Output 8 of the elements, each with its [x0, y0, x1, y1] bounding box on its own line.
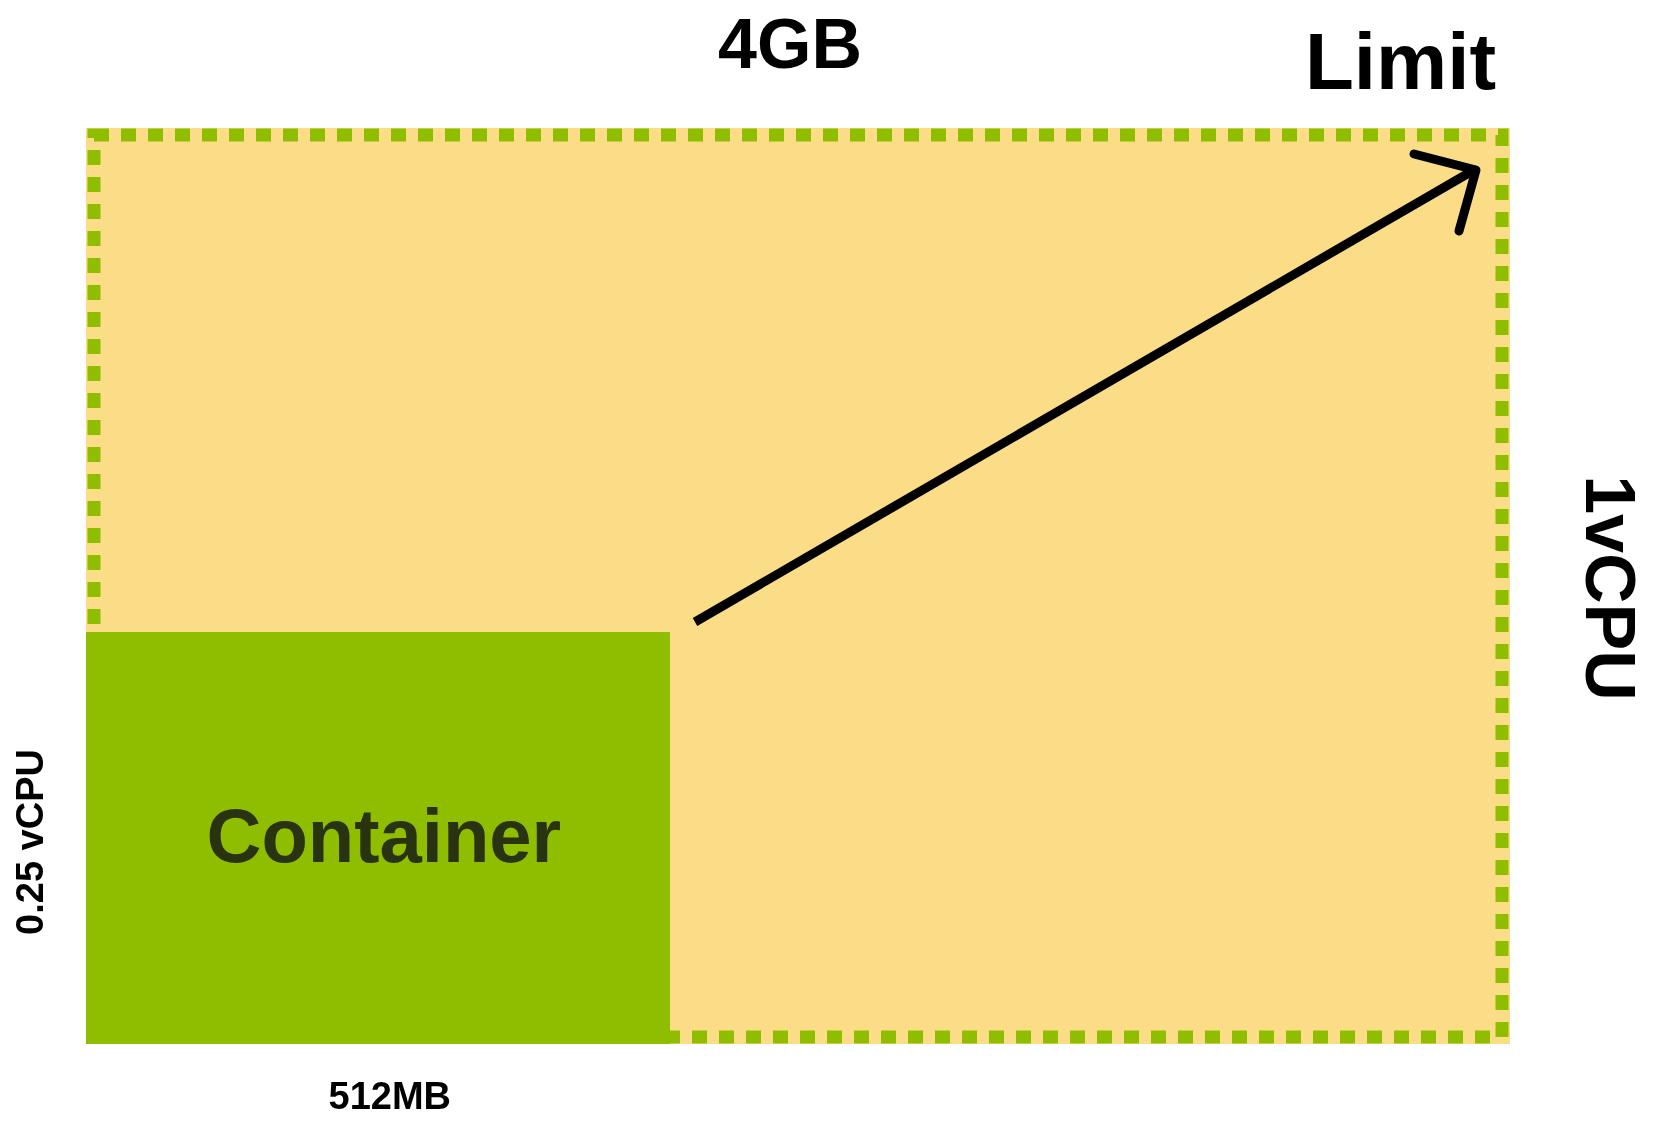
limit-area — [86, 128, 1510, 1044]
axis-size-label: 0.25 vCPU — [10, 749, 49, 935]
size-label: 512MB — [328, 1077, 451, 1115]
axis-size-label: 1vCPU — [1574, 475, 1645, 701]
heading: Limit — [1305, 22, 1497, 102]
container-box — [86, 632, 670, 1044]
size-label: 4GB — [718, 9, 862, 79]
box-label: Container — [206, 798, 562, 874]
